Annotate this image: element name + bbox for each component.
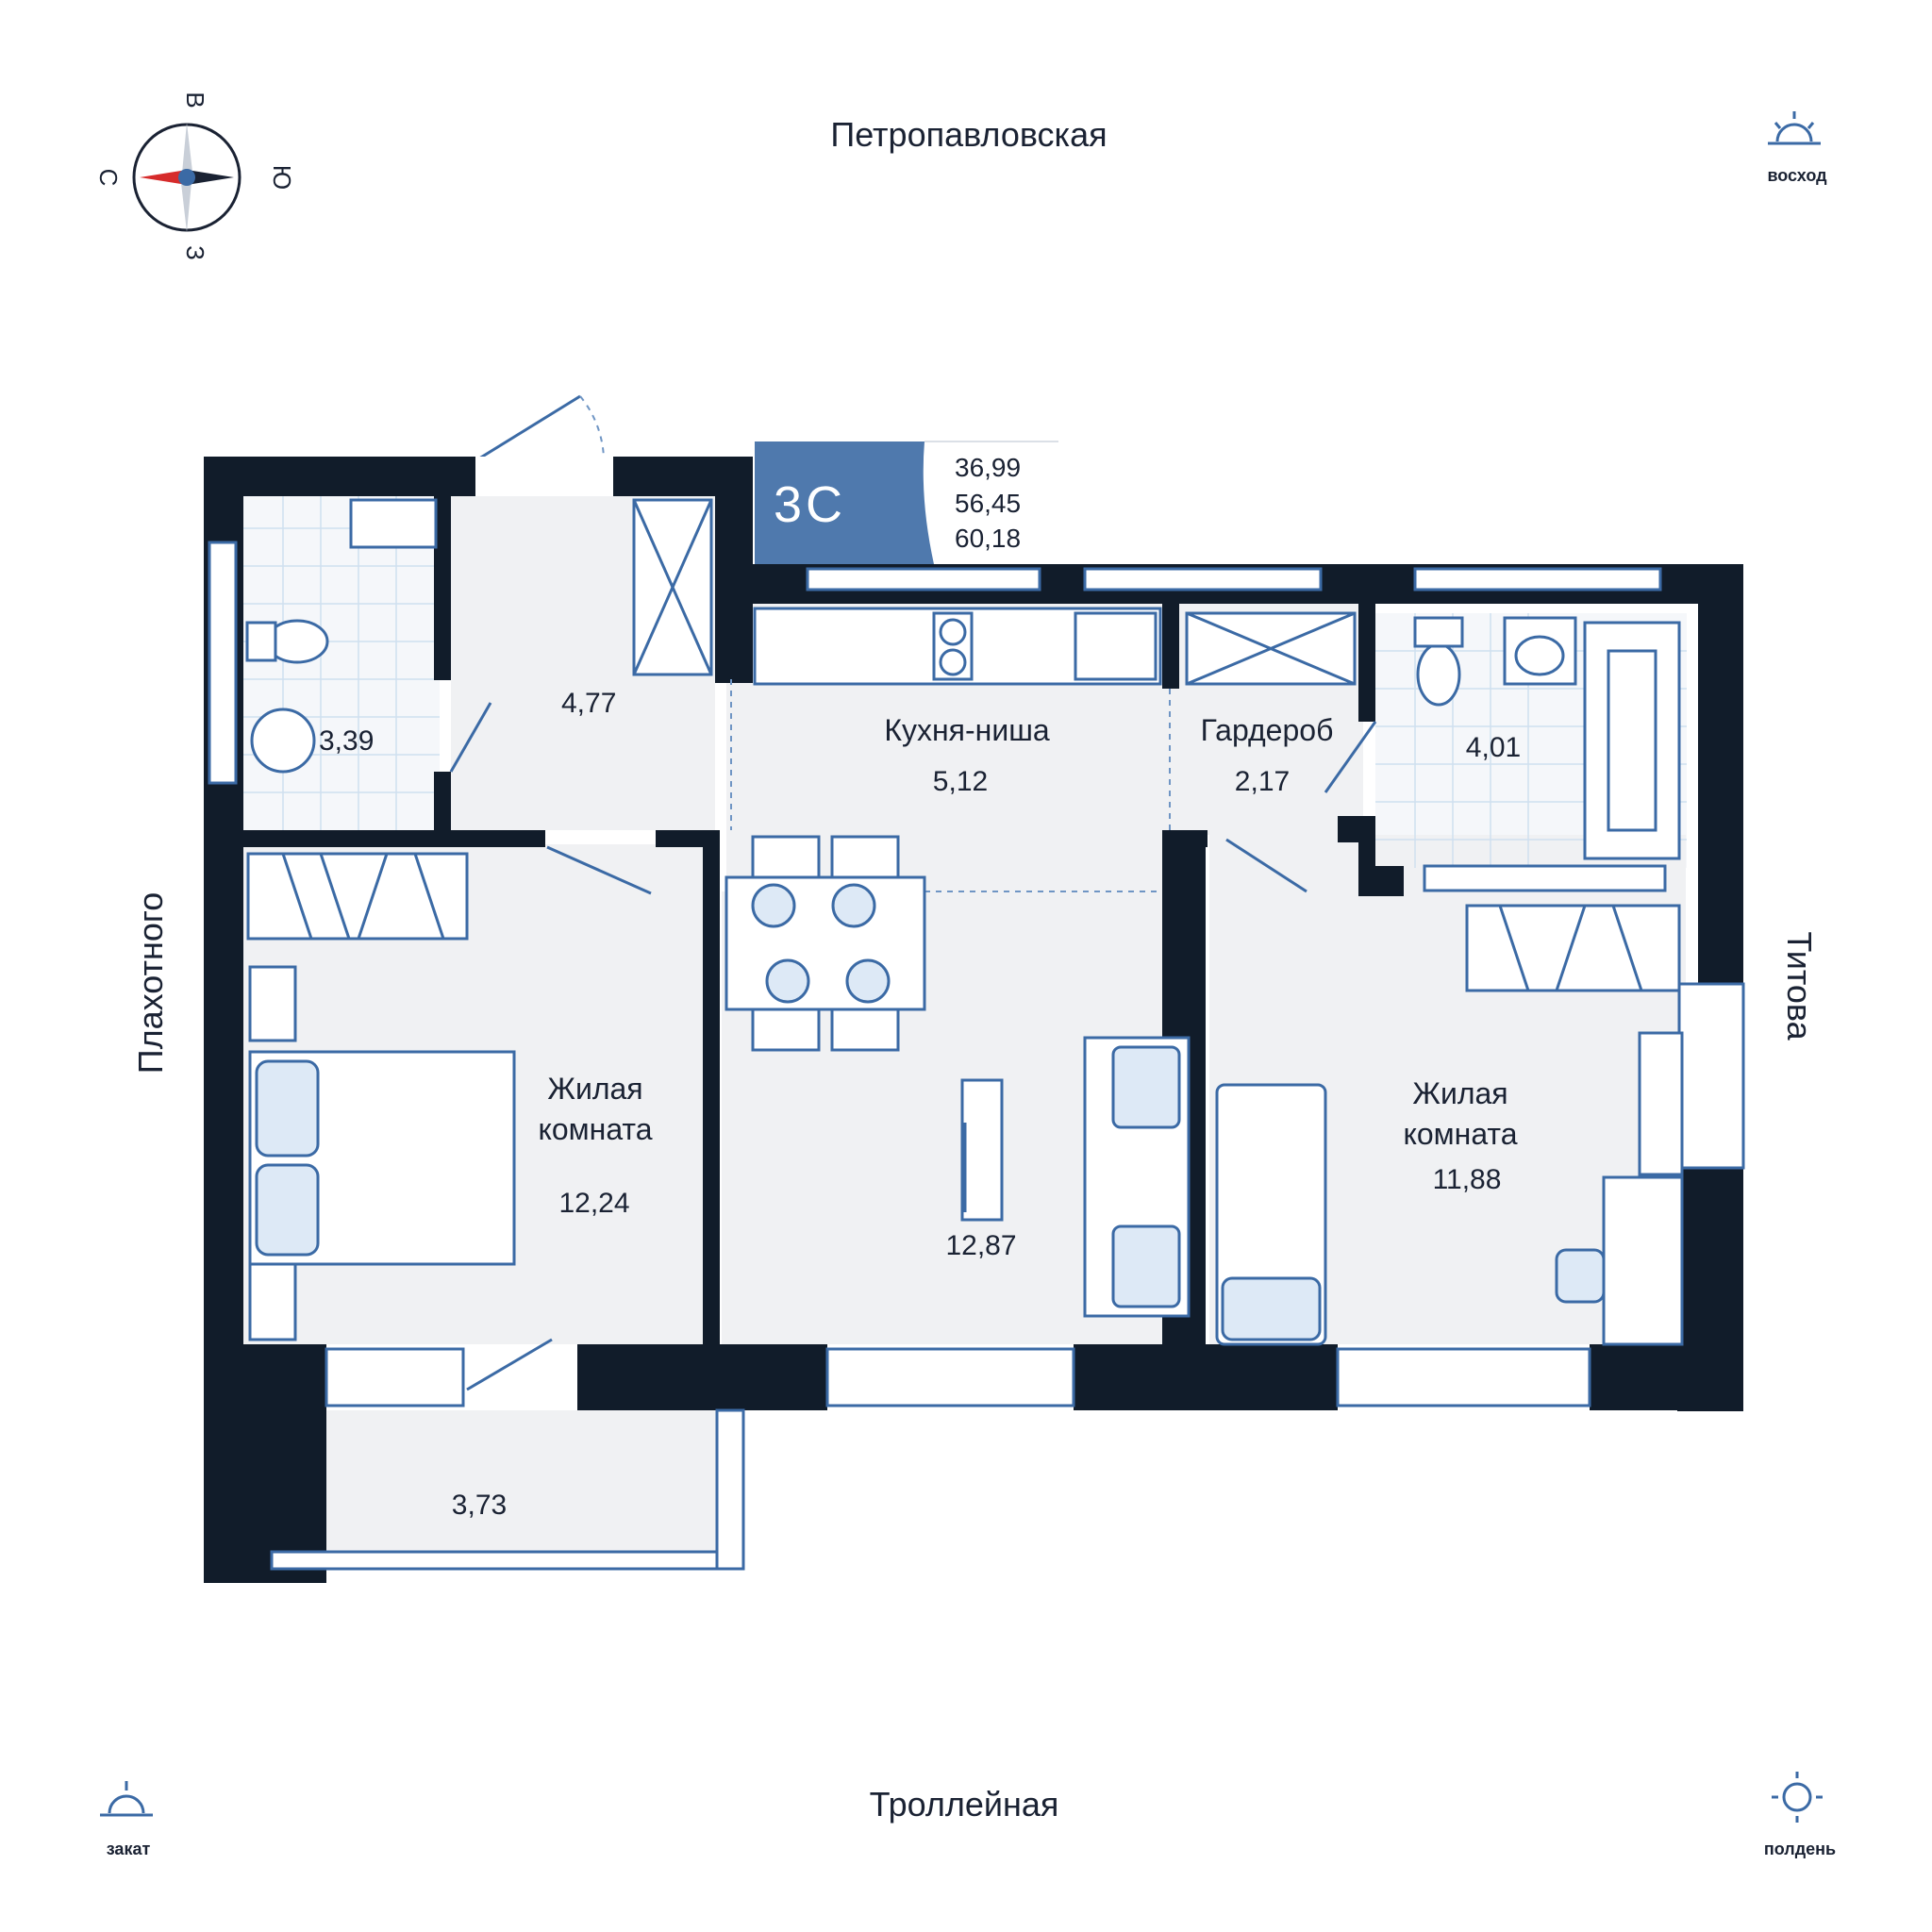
- compass-east: В: [181, 92, 209, 108]
- sink-icon: [250, 708, 316, 774]
- badge-label: 3С: [774, 476, 846, 533]
- noon-label: полдень: [1764, 1840, 1836, 1858]
- sunrise-icon: восход: [1767, 111, 1827, 185]
- compass-north: С: [94, 169, 123, 187]
- tv-stand-icon: [960, 1078, 1004, 1222]
- living-right-label-1: Жилая: [1412, 1076, 1507, 1110]
- bathroom-right-area: 4,01: [1466, 732, 1521, 763]
- bookshelf-icon: [1638, 1031, 1684, 1176]
- doors: [449, 394, 1377, 1391]
- windows: [208, 541, 1745, 1571]
- sunset-label: закат: [107, 1840, 151, 1858]
- street-left: Плахотного: [131, 892, 170, 1074]
- right-wardrobe-icon: [1465, 904, 1681, 992]
- compass-icon: В С Ю З: [94, 92, 296, 260]
- balcony-area: 3,73: [452, 1490, 507, 1521]
- chair-icon: [1555, 1248, 1606, 1304]
- compass-south: Ю: [268, 165, 296, 190]
- wardrobe-label: Гардероб: [1201, 713, 1334, 747]
- furniture: [245, 498, 1684, 1346]
- kitchen-sink-icon: [1074, 611, 1158, 681]
- noon-sun-icon: полдень: [1764, 1772, 1836, 1858]
- street-top: Петропавловская: [830, 115, 1107, 154]
- kitchen-area: 5,12: [933, 766, 988, 797]
- nightstand-icon-2: [248, 1262, 297, 1341]
- living-left-label-2: комната: [538, 1112, 652, 1146]
- street-bottom: Троллейная: [870, 1785, 1059, 1824]
- bath-shelf-icon: [349, 498, 438, 549]
- living-right-area: 11,88: [1433, 1164, 1502, 1195]
- bathroom-left-area: 3,39: [319, 725, 374, 757]
- room-labels: 3,39 4,77 Кухня-ниша 5,12 Гардероб 2,17 …: [319, 688, 1521, 1521]
- desk-icon: [1602, 1175, 1684, 1346]
- total-area-general: 56,45: [955, 489, 1021, 518]
- living-left-label-1: Жилая: [547, 1072, 642, 1106]
- living-right-label-2: комната: [1403, 1117, 1517, 1151]
- living-center-area: 12,87: [945, 1230, 1016, 1261]
- bathroom-left-floor: [243, 495, 440, 830]
- apartment-badge: 3С 36,99 56,45 60,18: [755, 441, 1058, 564]
- toilet-right-icon: [1416, 642, 1461, 707]
- total-area-with-balcony: 60,18: [955, 524, 1021, 553]
- wardrobe-area: 2,17: [1235, 766, 1290, 797]
- compass-west: З: [181, 245, 209, 260]
- kitchen-label: Кухня-ниша: [884, 713, 1050, 747]
- sunset-icon: закат: [100, 1781, 153, 1858]
- hall-area: 4,77: [561, 688, 616, 719]
- balcony-floor: [272, 1410, 729, 1552]
- street-right: Титова: [1780, 931, 1819, 1041]
- nightstand-icon: [248, 965, 297, 1042]
- living-left-area: 12,24: [558, 1188, 629, 1219]
- sunrise-label: восход: [1767, 166, 1827, 185]
- bedroom-wardrobe-icon: [246, 852, 469, 941]
- total-area-living: 36,99: [955, 453, 1021, 482]
